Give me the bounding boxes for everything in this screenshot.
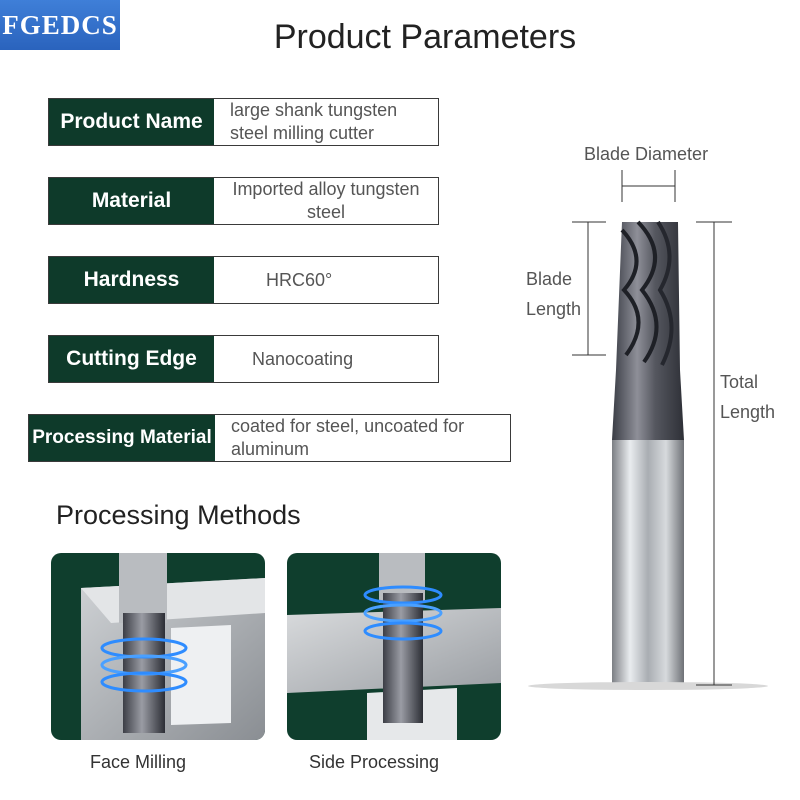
face-milling-caption: Face Milling bbox=[90, 752, 187, 772]
param-row-product-name: Product Name large shank tungsten steel … bbox=[48, 98, 439, 146]
face-milling-illustration bbox=[81, 553, 265, 740]
motion-ring bbox=[100, 671, 188, 693]
brand-logo-text: FGEDCS bbox=[2, 9, 118, 40]
motion-ring bbox=[363, 585, 443, 605]
param-value: Imported alloy tungsten steel bbox=[232, 179, 420, 222]
blade-length-label: Blade Length bbox=[526, 269, 582, 319]
param-value: large shank tungsten steel milling cutte… bbox=[230, 100, 398, 143]
cutter-shank bbox=[612, 440, 684, 685]
param-label: Product Name bbox=[49, 99, 214, 145]
blade-diameter-label: Blade Diameter bbox=[584, 144, 709, 164]
cutter-shadow bbox=[528, 682, 768, 690]
param-label: Hardness bbox=[49, 257, 214, 303]
end-mill-diagram bbox=[528, 170, 768, 690]
param-label: Processing Material bbox=[29, 415, 215, 461]
motion-ring bbox=[363, 621, 443, 641]
tool-shank bbox=[119, 553, 167, 623]
param-row-hardness: Hardness HRC60° bbox=[48, 256, 439, 304]
workpiece-slot bbox=[171, 625, 231, 725]
face-milling-panel bbox=[51, 553, 265, 740]
param-label: Material bbox=[49, 178, 214, 224]
page-title: Product Parameters bbox=[273, 18, 577, 56]
param-label: Cutting Edge bbox=[49, 336, 214, 382]
param-value: HRC60° bbox=[266, 269, 333, 290]
brand-logo: FGEDCS bbox=[0, 0, 120, 50]
param-row-processing-material: Processing Material coated for steel, un… bbox=[28, 414, 511, 462]
side-processing-caption: Side Processing bbox=[309, 752, 440, 772]
side-processing-panel bbox=[287, 553, 501, 740]
cutter-flute bbox=[636, 220, 659, 364]
side-processing-illustration bbox=[287, 553, 501, 740]
param-row-cutting-edge: Cutting Edge Nanocoating bbox=[48, 335, 439, 383]
param-value: coated for steel, uncoated for aluminum bbox=[231, 416, 465, 459]
cutter-flute bbox=[656, 220, 674, 366]
cutter-flute bbox=[620, 228, 641, 357]
param-value: Nanocoating bbox=[252, 348, 354, 369]
motion-ring bbox=[363, 603, 443, 623]
total-length-label: Total Length bbox=[720, 372, 776, 422]
param-row-material: Material Imported alloy tungsten steel bbox=[48, 177, 439, 225]
section-title: Processing Methods bbox=[56, 500, 301, 530]
tool-body bbox=[383, 593, 423, 723]
